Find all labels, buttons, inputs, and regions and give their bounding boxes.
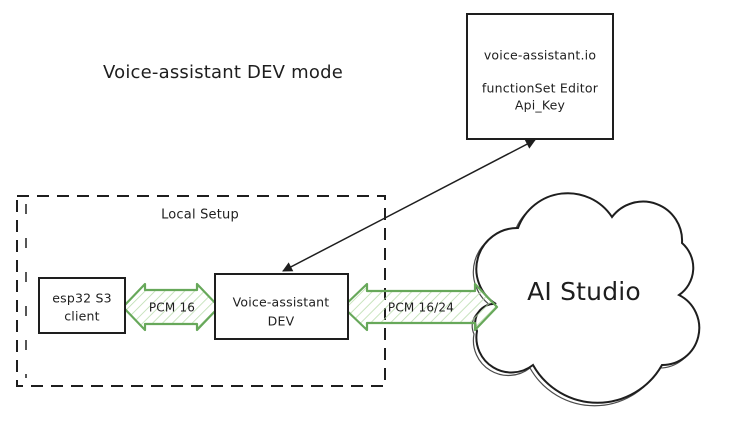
remote-box-editor-label: functionSet Editor (482, 81, 599, 96)
remote-box-apikey-label: Api_Key (515, 98, 566, 113)
pcm16-arrow-label: PCM 16 (149, 301, 195, 315)
esp32-client-box (38, 277, 126, 334)
dev-box-label-line1: Voice-assistant (233, 295, 330, 310)
cloud-label: AI Studio (527, 277, 641, 306)
remote-box-service-name: voice-assistant.io (484, 48, 596, 63)
pcm1624-double-arrow (341, 282, 499, 332)
local-setup-label: Local Setup (161, 208, 239, 223)
remote-service-box (466, 13, 614, 140)
pcm1624-arrow-label: PCM 16/24 (388, 301, 454, 315)
diagram-title: Voice-assistant DEV mode (103, 62, 343, 83)
esp32-box-label-line2: client (64, 309, 100, 324)
esp32-box-label-line1: esp32 S3 (52, 291, 112, 306)
voice-assistant-dev-box (214, 273, 349, 340)
dev-to-remote-arrow (282, 139, 536, 272)
dev-box-label-line2: DEV (268, 314, 295, 329)
